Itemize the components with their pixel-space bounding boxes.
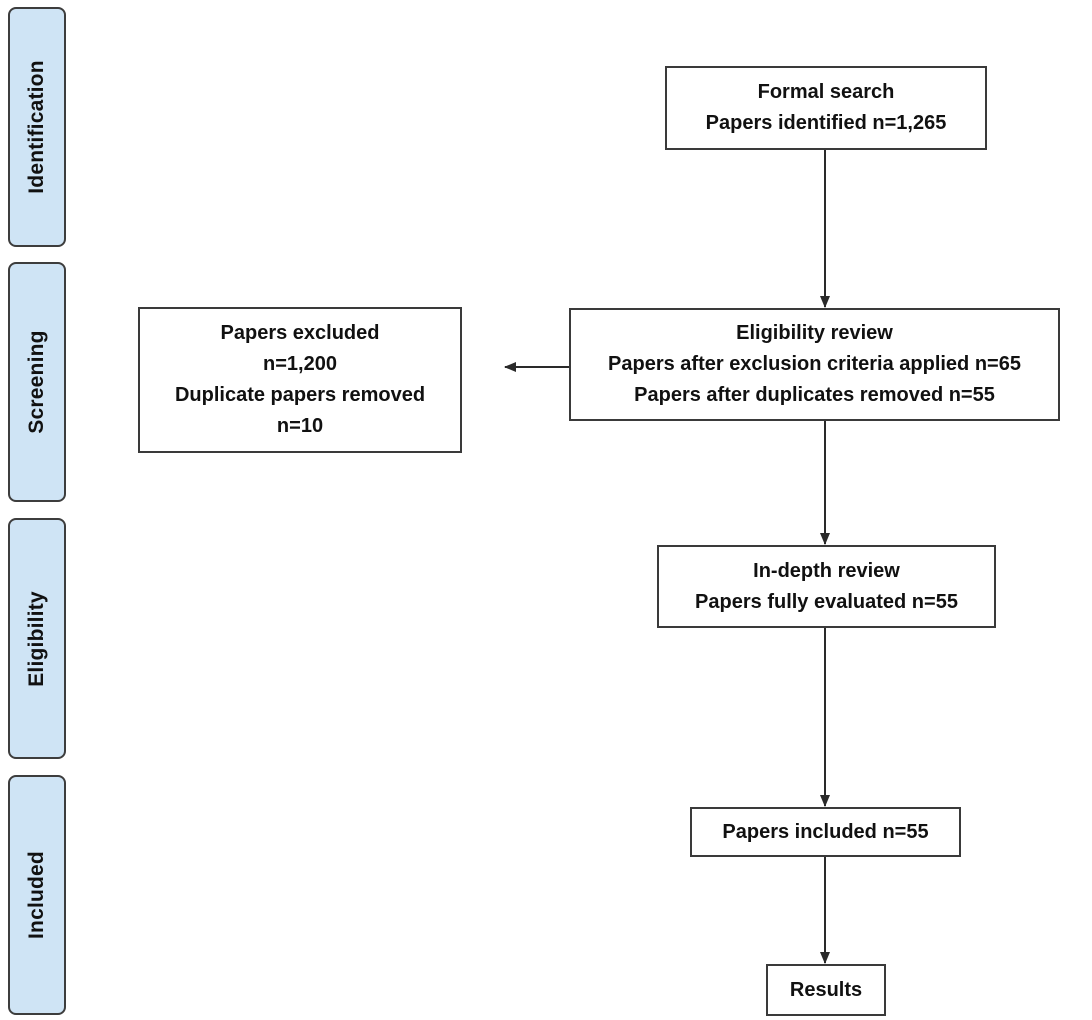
- results-label: Results: [789, 978, 863, 1001]
- stage-included-label: Included: [25, 851, 48, 939]
- formal-search-title: Formal search: [757, 81, 895, 103]
- indepth-review-count: Papers fully evaluated n=55: [695, 590, 958, 613]
- eligibility-review-after-exclusion: Papers after exclusion criteria applied …: [608, 353, 1021, 375]
- stage-eligibility-label: Eligibility: [25, 590, 48, 687]
- eligibility-review-title: Eligibility review: [736, 322, 893, 344]
- indepth-review-title: In-depth review: [753, 559, 900, 582]
- duplicates-removed-title: Duplicate papers removed: [174, 384, 426, 406]
- papers-included-box: Papers included n=55: [690, 807, 961, 857]
- papers-excluded-title: Papers excluded: [220, 322, 380, 344]
- duplicates-removed-count: n=10: [276, 415, 324, 437]
- formal-search-box: Formal search Papers identified n=1,265: [665, 66, 987, 150]
- indepth-review-box: In-depth review Papers fully evaluated n…: [657, 545, 996, 628]
- papers-excluded-count: n=1,200: [263, 353, 337, 375]
- eligibility-review-after-duplicates: Papers after duplicates removed n=55: [634, 384, 995, 406]
- stage-screening-label: Screening: [25, 330, 48, 434]
- stage-included: Included: [8, 775, 66, 1015]
- results-box: Results: [766, 964, 886, 1016]
- papers-included-label: Papers included n=55: [722, 820, 929, 843]
- papers-excluded-box: Papers excluded n=1,200 Duplicate papers…: [138, 307, 462, 453]
- eligibility-review-box: Eligibility review Papers after exclusio…: [569, 308, 1060, 421]
- formal-search-count: Papers identified n=1,265: [705, 112, 947, 134]
- stage-identification: Identification: [8, 7, 66, 247]
- stage-screening: Screening: [8, 262, 66, 502]
- stage-eligibility: Eligibility: [8, 518, 66, 759]
- stage-identification-label: Identification: [25, 60, 48, 194]
